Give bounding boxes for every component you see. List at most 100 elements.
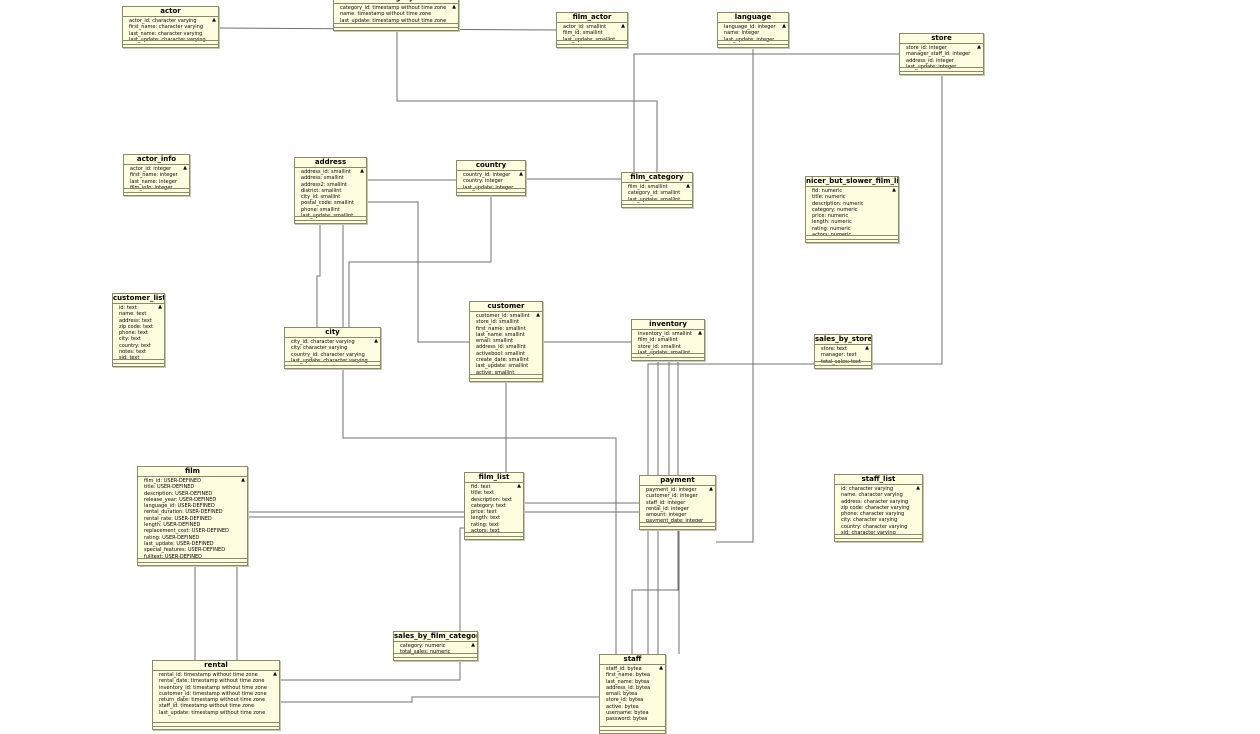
entity-footer [815,361,871,366]
entity-field: manager_staff_id: integer [906,51,971,58]
entity-rental[interactable]: rental▲rental_id: timestamp without time… [152,660,280,730]
relationship-line [367,201,469,343]
entity-field: email: bytea [606,691,638,698]
entity-footer [138,558,247,563]
sort-up-arrow-icon[interactable]: ▲ [977,44,981,50]
entity-field: address_id: integer [906,57,954,64]
entity-title: staff [600,655,665,665]
sort-up-arrow-icon[interactable]: ▲ [360,168,364,174]
sort-up-arrow-icon[interactable]: ▲ [686,183,690,189]
entity-field: title: text [471,490,494,497]
sort-up-arrow-icon[interactable]: ▲ [536,312,540,318]
entity-field: id: text [119,305,137,311]
entity-title: film_list [465,473,523,483]
entity-field: phone: text [119,330,148,337]
entity-title: rental [153,661,279,671]
sort-up-arrow-icon[interactable]: ▲ [698,330,702,336]
entity-field: rental_date: timestamp without time zone [159,678,265,685]
sort-up-arrow-icon[interactable]: ▲ [916,485,920,491]
entity-field: country: text [119,342,151,349]
entity-field: length: text [471,515,501,522]
entity-footer [600,726,665,731]
entity-category[interactable]: category▲category_id: timestamp without … [333,0,459,31]
entity-field: store_id: smallint [476,319,519,326]
sort-up-arrow-icon[interactable]: ▲ [517,483,521,489]
entity-title: film [138,467,247,477]
sort-up-arrow-icon[interactable]: ▲ [212,17,216,23]
entity-field: rental_duration: USER-DEFINED [144,509,223,516]
sort-up-arrow-icon[interactable]: ▲ [892,187,896,193]
entity-field: country_id: integer [463,172,511,178]
entity-field: last_update: smallint [638,349,691,356]
entity-field: actors: text [471,528,500,535]
entity-footer [470,374,542,379]
entity-field: last_update: timestamp without time zone [159,709,266,716]
sort-up-arrow-icon[interactable]: ▲ [659,665,663,671]
entity-field: email: smallint [476,338,513,345]
entity-title: sales_by_film_category [394,632,477,642]
entity-title: category [334,0,458,4]
entity-field: customer_id: timestamp without time zone [159,690,267,697]
entity-field: actor_id: character varying [129,18,197,24]
sort-up-arrow-icon[interactable]: ▲ [519,171,523,177]
entity-footer [718,40,788,45]
sort-up-arrow-icon[interactable]: ▲ [621,23,625,29]
entity-field: store_id: bytea [606,697,644,704]
entity-field: sid: text [119,355,140,362]
entity-field: rating: numeric [812,225,851,232]
sort-up-arrow-icon[interactable]: ▲ [374,338,378,344]
entity-field: rating: USER-DEFINED [144,534,200,541]
entity-field: active: smallint [476,369,515,376]
entity-field: password: bytea [606,716,648,723]
entity-footer [465,532,523,537]
entity-footer [124,188,189,193]
sort-up-arrow-icon[interactable]: ▲ [273,671,277,677]
entity-field: film_id: smallint [638,337,678,344]
entity-field: fulltext: USER-DEFINED [144,553,203,560]
sort-up-arrow-icon[interactable]: ▲ [471,642,475,648]
sort-up-arrow-icon[interactable]: ▲ [709,486,713,492]
entity-field: country: character varying [841,523,908,530]
entity-field: last_update: integer [463,184,514,191]
sort-up-arrow-icon[interactable]: ▲ [158,304,162,310]
entity-field: activebool: smallint [476,350,525,357]
entity-sales-by-film-category[interactable]: sales_by_film_category▲category: numeric… [393,631,478,661]
sort-up-arrow-icon[interactable]: ▲ [241,477,245,483]
entity-field: sid: character varying [841,530,896,537]
sort-up-arrow-icon[interactable]: ▲ [865,345,869,351]
entity-field: id: character varying [841,486,894,492]
sort-up-arrow-icon[interactable]: ▲ [183,165,187,171]
entity-field: special_features: USER-DEFINED [144,547,226,554]
entity-title: inventory [632,320,704,330]
entity-footer [557,40,627,45]
entity-field: zip code: character varying [841,504,910,511]
entity-field: title: numeric [812,194,846,201]
sort-up-arrow-icon[interactable]: ▲ [452,4,456,10]
sort-up-arrow-icon[interactable]: ▲ [782,23,786,29]
